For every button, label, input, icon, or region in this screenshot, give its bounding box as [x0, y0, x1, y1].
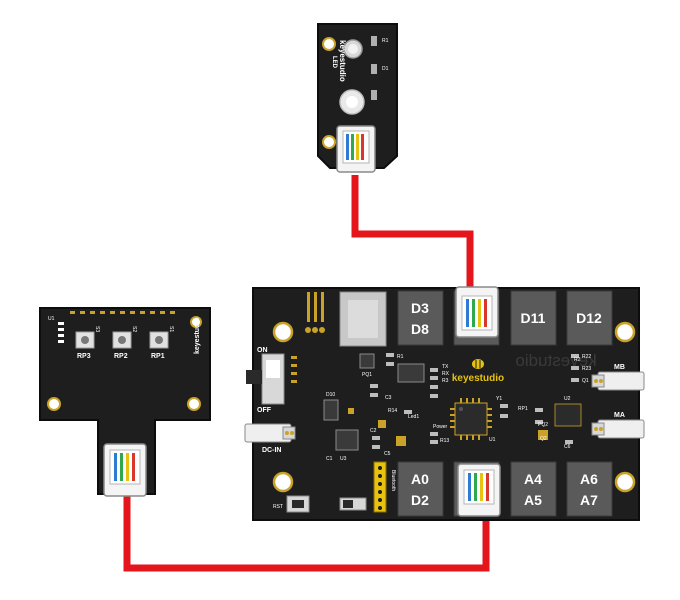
sensor-switch-s2: S2 — [131, 326, 137, 332]
svg-text:U1: U1 — [489, 437, 496, 443]
svg-text:C3: C3 — [385, 395, 392, 401]
board-brand: keyestudio — [452, 373, 504, 384]
sensor-pot-rp1: RP1 — [151, 353, 165, 360]
sensor-module-pcb — [39, 307, 211, 495]
wire-sensor-to-board — [123, 492, 490, 572]
bottom-port-3-line-1: A4 — [524, 471, 542, 487]
top-header-pins — [305, 292, 325, 333]
dc-in-label: DC-IN — [262, 447, 281, 454]
motor-a-connector — [591, 419, 645, 439]
sensor-connector — [103, 443, 147, 497]
svg-text:C2: C2 — [370, 428, 377, 434]
top-port-3-line-1: D11 — [521, 310, 546, 326]
led-module: R1 D1 keyestudio LED — [317, 23, 398, 173]
rst-label: RST — [273, 504, 283, 510]
bottom-port-1: A0 D2 — [397, 461, 444, 517]
sensor-pot-rp2: RP2 — [114, 353, 128, 360]
svg-text:R22: R22 — [582, 354, 591, 360]
motor-a-label: MA — [614, 412, 625, 419]
svg-text:R13: R13 — [440, 438, 449, 444]
reset-button — [286, 495, 310, 513]
pot-rp1 — [149, 331, 169, 349]
led-label: LED — [331, 56, 337, 69]
motor-b-label: MB — [614, 364, 625, 371]
sensor-switch-s1: S1 — [168, 326, 174, 332]
svg-text:R1: R1 — [397, 354, 404, 360]
chip-u2 — [554, 403, 582, 427]
led-brand: keyestudio — [338, 40, 347, 82]
power-switch — [246, 353, 285, 405]
motor-b-connector — [591, 371, 645, 391]
chip-u3 — [335, 429, 359, 451]
sensor-brand: keyestudio — [194, 317, 201, 354]
board-bottom-connector — [457, 463, 501, 517]
led-silk-r1: R1 — [382, 38, 389, 44]
bottom-port-4: A6 A7 — [566, 461, 613, 517]
svg-text:Y1: Y1 — [496, 396, 502, 402]
svg-text:C5: C5 — [384, 451, 391, 457]
mcu-chip — [450, 398, 492, 440]
svg-text:R23: R23 — [582, 366, 591, 372]
svg-text:R2: R2 — [574, 357, 581, 363]
svg-text:RX: RX — [442, 371, 450, 377]
top-port-1: D3 D8 — [397, 290, 444, 346]
wire-led-to-board — [351, 175, 474, 290]
top-port-4-line-1: D12 — [576, 310, 602, 326]
top-port-1-line-2: D8 — [411, 321, 429, 337]
svg-text:Power: Power — [433, 424, 448, 430]
main-board: D3 D8 D11 D12 A0 D2 — [244, 286, 645, 521]
bluetooth-label: Bluetooth — [390, 470, 396, 491]
power-on-label: ON — [257, 347, 268, 354]
svg-text:R3: R3 — [442, 378, 449, 384]
wires — [123, 175, 490, 572]
svg-text:RP1: RP1 — [518, 406, 528, 412]
svg-text:U2: U2 — [564, 396, 571, 402]
svg-text:D10: D10 — [326, 392, 335, 398]
chip-pq1 — [359, 353, 375, 369]
board-logo: keyestudio — [452, 359, 504, 384]
dc-in-connector — [244, 423, 296, 443]
bottom-port-4-line-1: A6 — [580, 471, 598, 487]
led-silk-d1: D1 — [382, 66, 389, 72]
bottom-port-1-line-1: A0 — [411, 471, 429, 487]
sensor-module: U1 S3 S2 S1 RP3 RP2 RP1 keyestudio — [39, 307, 211, 497]
top-port-4: D12 — [566, 290, 613, 346]
bottom-switch — [339, 497, 367, 511]
bluetooth-header — [373, 461, 387, 513]
svg-text:PQ2: PQ2 — [538, 422, 548, 428]
bottom-port-1-line-2: D2 — [411, 492, 429, 508]
bottom-port-3-line-2: A5 — [524, 492, 542, 508]
svg-text:C1: C1 — [326, 456, 333, 462]
svg-text:R14: R14 — [388, 408, 397, 414]
sensor-pot-rp3: RP3 — [77, 353, 91, 360]
chip-d10 — [323, 399, 339, 421]
bottom-port-3: A4 A5 — [510, 461, 557, 517]
top-port-3: D11 — [510, 290, 557, 346]
svg-text:Led1: Led1 — [408, 414, 419, 420]
chip-u1 — [397, 363, 425, 383]
power-off-label: OFF — [257, 407, 272, 414]
pot-rp3 — [75, 331, 95, 349]
led-connector — [336, 125, 376, 173]
pot-rp2 — [112, 331, 132, 349]
svg-text:Q1: Q1 — [582, 378, 589, 384]
sensor-switch-s3: S3 — [94, 326, 100, 332]
svg-text:C6: C6 — [564, 444, 571, 450]
svg-text:TX: TX — [442, 364, 449, 370]
svg-text:Q2: Q2 — [540, 436, 547, 442]
bottom-port-4-line-2: A7 — [580, 492, 598, 508]
sensor-chip-label: U1 — [48, 316, 55, 322]
svg-text:PQ1: PQ1 — [362, 372, 372, 378]
bee-icon — [472, 359, 484, 369]
silkscreen-labels: R1 R2 R3 C1 C2 C3 U1 U2 U3 PQ1 PQ2 Led1 … — [326, 354, 591, 462]
top-port-1-line-1: D3 — [411, 300, 429, 316]
board-top-connector — [455, 286, 499, 338]
svg-text:U3: U3 — [340, 456, 347, 462]
